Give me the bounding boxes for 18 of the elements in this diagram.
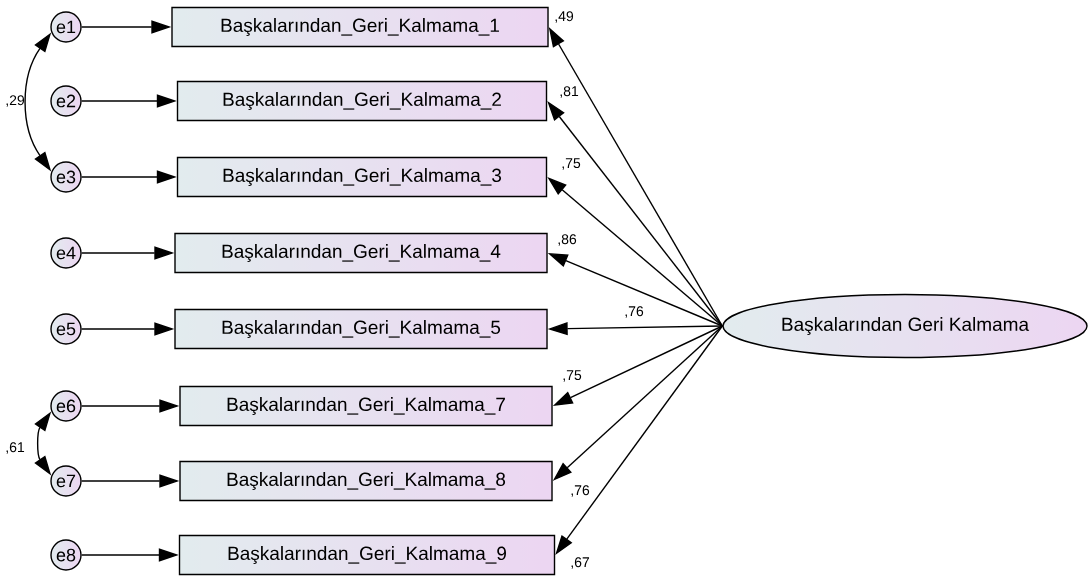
variable-box: Başkalarından_Geri_Kalmama_2	[176, 80, 548, 122]
edge-label: ,81	[560, 86, 579, 98]
edge-label: ,86	[558, 234, 577, 246]
variable-box: Başkalarından_Geri_Kalmama_1	[171, 6, 549, 48]
edge-label: ,76	[625, 306, 644, 318]
edge-label: ,61	[6, 442, 25, 454]
variable-box: Başkalarından_Geri_Kalmama_4	[174, 232, 548, 274]
edge-label: ,76	[571, 485, 590, 497]
edge-label: ,75	[562, 158, 581, 170]
variable-box: Başkalarından_Geri_Kalmama_9	[178, 534, 556, 576]
variable-box: Başkalarından_Geri_Kalmama_3	[176, 156, 548, 198]
edge-label: ,29	[6, 95, 25, 107]
variable-box: Başkalarından_Geri_Kalmama_7	[179, 385, 553, 427]
edge-label: ,75	[563, 370, 582, 382]
variable-box: Başkalarından_Geri_Kalmama_8	[179, 460, 553, 502]
variable-box: Başkalarından_Geri_Kalmama_5	[174, 308, 548, 350]
edge-label: ,67	[571, 557, 590, 569]
edge-label: ,49	[555, 11, 574, 23]
